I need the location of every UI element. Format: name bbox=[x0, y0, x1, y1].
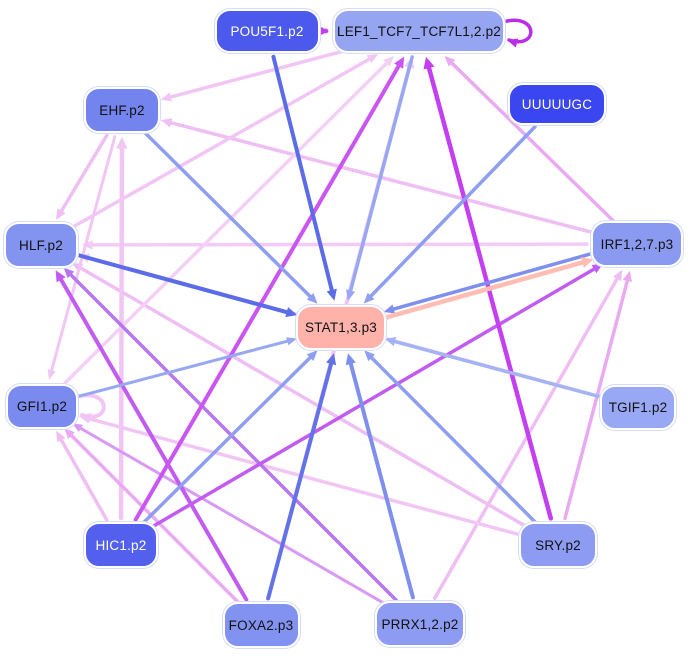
node-stat[interactable]: STAT1,3.p3 bbox=[296, 304, 386, 350]
edge-hlf-lef1-arrowhead bbox=[366, 54, 379, 64]
edge-sry-stat-arrowhead bbox=[364, 350, 375, 362]
edge-gfi1-stat bbox=[77, 339, 291, 398]
edge-gfi1-stat-arrowhead bbox=[286, 337, 297, 346]
edge-irf-ehf-arrowhead bbox=[160, 118, 173, 128]
edge-sry-stat bbox=[368, 354, 537, 524]
edge-foxa2-hlf-arrowhead bbox=[55, 270, 66, 283]
edge-hic1-irf bbox=[149, 266, 598, 529]
node-hic1[interactable]: HIC1.p2 bbox=[84, 522, 158, 568]
edge-foxa2-hlf bbox=[58, 276, 249, 602]
edge-foxa2-gfi1-arrowhead bbox=[64, 428, 75, 439]
node-label: HLF.p2 bbox=[19, 237, 63, 253]
edge-lef1-lef1-arrowhead bbox=[507, 38, 519, 48]
edge-prrx1-hlf bbox=[67, 271, 399, 603]
node-label: LEF1_TCF7_TCF7L1,2.p2 bbox=[336, 23, 502, 39]
node-irf[interactable]: IRF1,2,7.p3 bbox=[591, 221, 683, 267]
edge-ehf-hlf-arrowhead bbox=[56, 208, 66, 220]
edge-irf-lef1-arrowhead bbox=[444, 55, 456, 67]
node-label: UUUUUGC bbox=[521, 96, 593, 112]
edge-prrx1-irf-arrowhead bbox=[612, 269, 623, 282]
edge-sry-lef1-arrowhead bbox=[423, 56, 435, 70]
node-sry[interactable]: SRY.p2 bbox=[519, 522, 597, 568]
edge-prrx1-gfi1 bbox=[77, 425, 388, 606]
edge-prrx1-irf bbox=[432, 275, 620, 600]
node-pou5f1[interactable]: POU5F1.p2 bbox=[214, 9, 320, 53]
edge-hic1-gfi1 bbox=[58, 436, 109, 522]
edge-prrx1-gfi1-arrowhead bbox=[72, 423, 83, 433]
node-label: PRRX1,2.p2 bbox=[381, 616, 459, 632]
edge-irf-stat-arrowhead bbox=[383, 304, 396, 314]
edge-stat-irf-arrowhead bbox=[580, 256, 594, 268]
edge-hlf-stat bbox=[76, 253, 291, 315]
node-label: GFI1.p2 bbox=[16, 398, 68, 414]
edge-ehf-gfi1-arrowhead bbox=[47, 369, 56, 380]
edge-tgif1-stat bbox=[391, 339, 602, 399]
edge-sry-hlf bbox=[77, 265, 529, 529]
edge-ehf-gfi1 bbox=[49, 135, 117, 374]
node-label: POU5F1.p2 bbox=[230, 23, 304, 39]
edge-hic1-lef1-arrowhead bbox=[394, 56, 405, 69]
edge-gfi1-lef1-arrowhead bbox=[383, 55, 394, 67]
edge-pou5f1-stat-arrowhead bbox=[326, 288, 337, 301]
edge-tgif1-stat-arrowhead bbox=[384, 337, 397, 347]
edge-prrx1-stat-arrowhead bbox=[345, 353, 356, 366]
edge-ehf-hlf bbox=[58, 133, 109, 215]
node-hlf[interactable]: HLF.p2 bbox=[4, 222, 78, 268]
edge-prrx1-hlf-arrowhead bbox=[63, 267, 75, 279]
edge-hic1-lef1 bbox=[133, 62, 402, 522]
edge-lef1-ehf-arrowhead bbox=[160, 92, 173, 102]
edge-lef1-stat-arrowhead bbox=[346, 289, 356, 301]
edge-irf-lef1 bbox=[448, 60, 615, 223]
node-tgif1[interactable]: TGIF1.p2 bbox=[600, 384, 676, 430]
node-label: TGIF1.p2 bbox=[608, 399, 668, 415]
edge-lef1-ehf bbox=[167, 46, 355, 100]
edge-hic1-stat-arrowhead bbox=[306, 350, 318, 361]
edge-gfi1-gfi1-arrowhead bbox=[80, 413, 93, 424]
edge-lef1-stat bbox=[348, 55, 414, 295]
edge-ehf-stat-arrowhead bbox=[306, 293, 318, 304]
edge-pou5f1-stat bbox=[271, 54, 335, 295]
edge-irf-hlf-arrowhead bbox=[81, 240, 93, 250]
edge-hlf-lef1 bbox=[70, 56, 373, 230]
edge-sry-lef1 bbox=[426, 63, 554, 521]
edge-hic1-ehf bbox=[118, 144, 125, 521]
node-lef1[interactable]: LEF1_TCF7_TCF7L1,2.p2 bbox=[333, 9, 505, 53]
edge-ehf-stat bbox=[143, 130, 314, 300]
node-label: STAT1,3.p3 bbox=[304, 319, 378, 335]
edge-sry-irf bbox=[563, 277, 630, 521]
node-label: SRY.p2 bbox=[535, 537, 581, 553]
node-label: EHF.p2 bbox=[99, 102, 145, 118]
edge-uuuuugc-stat bbox=[367, 124, 537, 300]
node-foxa2[interactable]: FOXA2.p3 bbox=[222, 602, 300, 648]
edge-sry-irf-arrowhead bbox=[622, 270, 632, 283]
edge-hic1-ehf-arrowhead bbox=[116, 136, 128, 149]
node-gfi1[interactable]: GFI1.p2 bbox=[6, 383, 78, 429]
edge-foxa2-gfi1 bbox=[68, 432, 240, 604]
node-label: IRF1,2,7.p3 bbox=[600, 236, 674, 252]
edge-stat-irf bbox=[383, 259, 587, 320]
edge-gfi1-lef1 bbox=[62, 60, 390, 386]
edge-hlf-stat-arrowhead bbox=[285, 307, 298, 318]
node-label: HIC1.p2 bbox=[95, 537, 147, 553]
edge-uuuuugc-stat-arrowhead bbox=[363, 292, 375, 304]
edge-pou5f1-lef1-arrowhead bbox=[317, 25, 329, 37]
edge-foxa2-stat-arrowhead bbox=[326, 353, 337, 366]
edge-hic1-stat bbox=[141, 354, 314, 525]
node-ehf[interactable]: EHF.p2 bbox=[84, 87, 160, 133]
edge-irf-hlf bbox=[88, 242, 589, 247]
edge-foxa2-stat bbox=[266, 359, 334, 601]
node-prrx1[interactable]: PRRX1,2.p2 bbox=[375, 601, 465, 647]
node-label: FOXA2.p3 bbox=[228, 617, 294, 633]
edge-lef1-lef1-selfloop bbox=[501, 18, 533, 44]
node-uuuuugc[interactable]: UUUUUGC bbox=[508, 83, 606, 125]
edge-irf-stat bbox=[390, 251, 594, 312]
edge-hic1-gfi1-arrowhead bbox=[56, 430, 66, 443]
edge-prrx1-stat bbox=[348, 359, 415, 600]
